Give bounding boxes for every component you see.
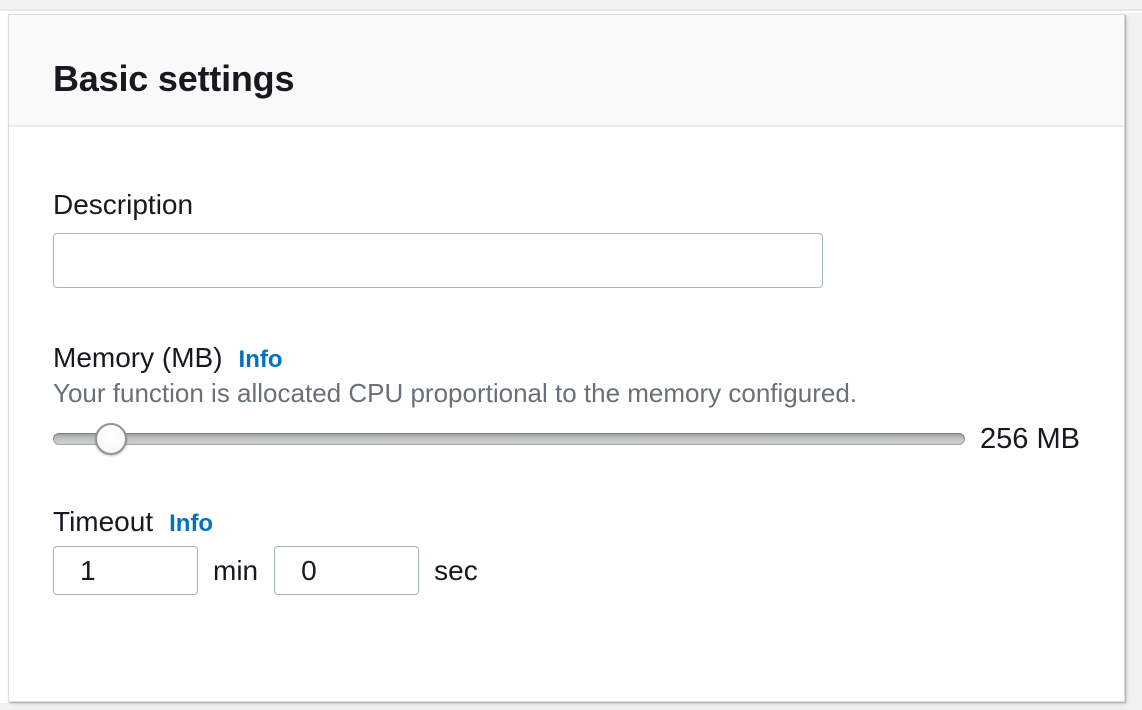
timeout-label: Timeout — [53, 506, 154, 537]
card-body: Description Memory (MB) Info Your functi… — [9, 187, 1124, 595]
memory-slider-track[interactable] — [53, 433, 965, 445]
memory-slider-thumb[interactable] — [95, 423, 128, 455]
memory-slider[interactable] — [53, 416, 965, 462]
card-header: Basic settings — [9, 15, 1124, 127]
memory-label: Memory (MB) — [53, 342, 223, 373]
timeout-label-row: Timeout Info — [53, 504, 1080, 540]
card-title: Basic settings — [53, 58, 295, 99]
memory-field-group: Memory (MB) Info Your function is alloca… — [53, 340, 1080, 462]
memory-info-link[interactable]: Info — [238, 346, 283, 373]
memory-helper-text: Your function is allocated CPU proportio… — [53, 378, 858, 408]
timeout-minutes-unit: min — [213, 554, 259, 586]
timeout-seconds-input[interactable] — [274, 546, 420, 595]
timeout-seconds-unit: sec — [434, 554, 478, 586]
page-top-strip — [0, 0, 1142, 11]
timeout-minutes-input[interactable] — [53, 546, 198, 595]
timeout-inputs-row: min sec — [53, 546, 1080, 595]
timeout-info-link[interactable]: Info — [169, 510, 214, 537]
page-gutter-right — [1126, 13, 1142, 710]
description-field-group: Description — [53, 187, 1080, 288]
description-input[interactable] — [53, 233, 823, 288]
basic-settings-card: Basic settings Description Memory (MB) I… — [8, 14, 1125, 702]
memory-slider-row: 256 MB — [53, 416, 1080, 462]
memory-label-row: Memory (MB) Info — [53, 340, 1080, 376]
timeout-field-group: Timeout Info min sec — [53, 504, 1080, 595]
description-label: Description — [53, 189, 194, 220]
page-gutter-bottom — [0, 703, 1142, 710]
memory-value: 256 MB — [980, 422, 1080, 455]
